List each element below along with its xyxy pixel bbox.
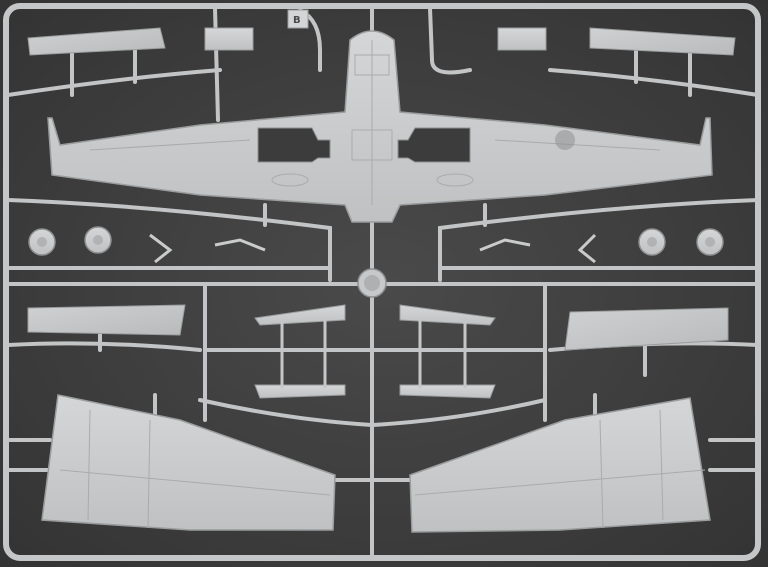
fuselage-wing-part xyxy=(47,30,713,223)
sprue-gate-disc xyxy=(357,268,387,298)
wheels xyxy=(28,226,724,256)
top-right-flap-part xyxy=(589,27,736,56)
top-left-block-part xyxy=(204,27,254,51)
right-aileron-part xyxy=(564,307,729,351)
sprue-letter: B xyxy=(293,15,301,26)
sprue-letter-tag: B xyxy=(287,9,309,29)
left-outer-wing-part xyxy=(41,394,336,531)
runners xyxy=(6,6,760,558)
landing-gear-parts xyxy=(149,233,597,264)
centre-small-parts xyxy=(254,304,496,399)
right-outer-wing-part xyxy=(409,397,711,533)
top-left-flap-part xyxy=(27,27,166,56)
left-aileron-part xyxy=(27,304,186,336)
top-right-block-part xyxy=(497,27,547,51)
